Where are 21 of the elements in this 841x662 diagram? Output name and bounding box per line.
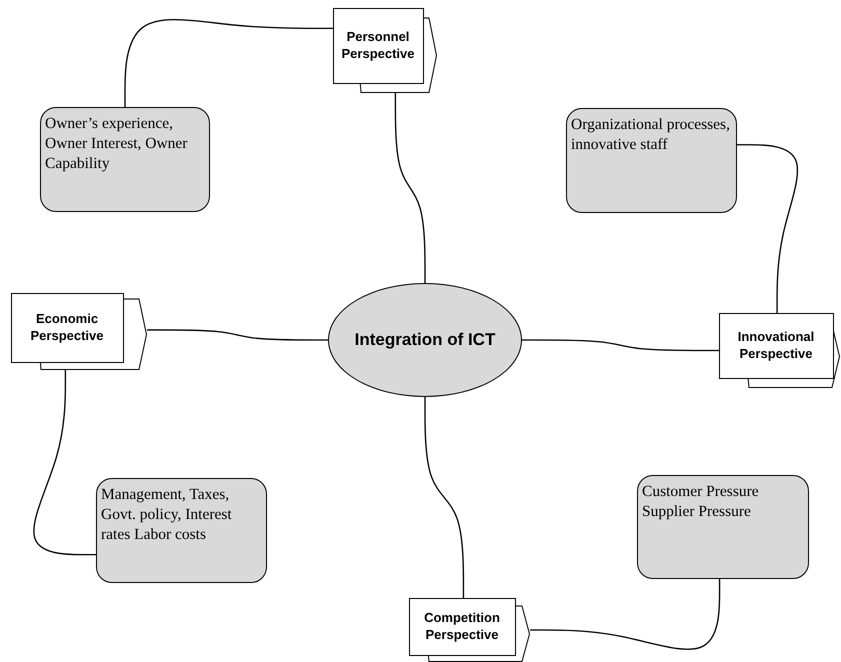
central-ellipse: Integration of ICT bbox=[328, 283, 522, 397]
perspective-box-drawing bbox=[409, 598, 530, 662]
connector-line bbox=[124, 19, 333, 107]
factor-box: Organizational processes, innovative staff bbox=[566, 108, 737, 213]
connector-line bbox=[394, 93, 426, 283]
perspective-label: Economic Perspective bbox=[30, 311, 104, 344]
connector-line bbox=[147, 329, 328, 341]
perspective-label: Innovational Perspective bbox=[736, 329, 816, 362]
factor-box: Management, Taxes, Govt. policy, Interest rates Labor costs bbox=[96, 478, 267, 583]
perspective-label: Personnel Perspective bbox=[340, 29, 416, 62]
perspective-box-drawing bbox=[333, 8, 437, 93]
perspective-label: Competition Perspective bbox=[423, 610, 501, 643]
connector-line bbox=[530, 579, 720, 650]
factor-box: Customer Pressure Supplier Pressure bbox=[637, 475, 809, 579]
connector-line bbox=[737, 144, 798, 313]
perspective-box-drawing bbox=[11, 293, 147, 370]
perspective-box-drawing bbox=[719, 313, 840, 388]
factor-box: Owner’s experience, Owner Interest, Owner Capability bbox=[40, 107, 210, 212]
connector-line bbox=[424, 397, 464, 598]
connector-line bbox=[33, 370, 96, 556]
connector-line bbox=[522, 339, 719, 352]
